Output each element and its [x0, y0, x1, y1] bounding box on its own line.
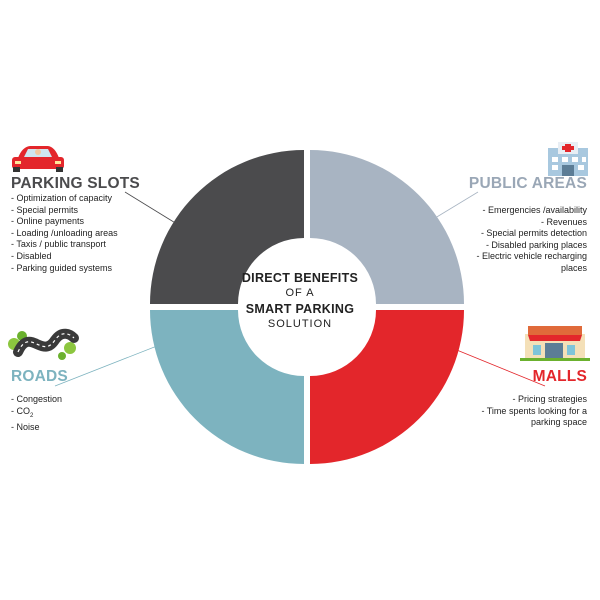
segment-parking-slots — [150, 150, 304, 304]
section-roads: ROADS - Congestion - CO2 - Noise — [11, 368, 68, 434]
list-item: - Disabled — [11, 250, 52, 261]
list-item: - Time spents looking for a parking spac… — [481, 405, 587, 428]
public-areas-list: - Emergencies /availability - Revenues -… — [462, 205, 587, 275]
list-item: - Online payments — [11, 216, 85, 227]
center-line-1: DIRECT BENEFITS — [241, 271, 359, 285]
section-malls: MALLS - Pricing strategies - Time spents… — [462, 368, 587, 429]
center-line-3: SMART PARKING — [245, 302, 355, 316]
list-item: - Loading /unloading areas — [11, 227, 118, 238]
public-areas-title: PUBLIC AREAS — [468, 175, 587, 192]
parking-slots-list: - Optimization of capacity - Special per… — [11, 193, 140, 274]
mall-icon — [520, 326, 590, 361]
section-public-areas: PUBLIC AREAS - Emergencies /availability… — [462, 175, 587, 275]
list-item: - Optimization of capacity — [11, 193, 113, 203]
center-title: DIRECT BENEFITS OF A SMART PARKING SOLUT… — [230, 270, 370, 332]
segment-roads — [150, 310, 304, 464]
center-line-4: SOLUTION — [267, 318, 333, 330]
road-icon — [8, 328, 79, 360]
malls-title: MALLS — [532, 368, 587, 385]
list-item: - Disabled parking places — [485, 239, 587, 250]
list-item: - Pricing strategies — [512, 394, 587, 404]
list-item: - Special permits — [11, 204, 79, 215]
co2-subscript: 2 — [30, 412, 34, 419]
list-item: - Congestion — [11, 394, 63, 404]
list-item: - Emergencies /availability — [482, 205, 587, 215]
segment-malls — [310, 310, 464, 464]
center-line-2: OF A — [285, 287, 315, 299]
list-item: - Parking guided systems — [11, 262, 113, 273]
list-item: - Noise — [11, 421, 40, 432]
roads-title: ROADS — [11, 368, 68, 385]
list-item: - Revenues — [540, 216, 587, 227]
malls-list: - Pricing strategies - Time spents looki… — [462, 394, 587, 429]
parking-slots-title: PARKING SLOTS — [11, 175, 140, 192]
list-item: - Special permits detection — [480, 228, 587, 239]
co2-label: - CO — [11, 405, 30, 416]
list-item: - CO2 — [11, 406, 68, 422]
list-item: - Electric vehicle recharging places — [476, 251, 587, 273]
car-icon — [12, 146, 64, 172]
donut-center — [243, 243, 371, 371]
segment-public-areas — [310, 150, 464, 304]
hospital-icon — [548, 142, 588, 176]
roads-list: - Congestion - CO2 - Noise — [11, 394, 68, 434]
section-parking-slots: PARKING SLOTS - Optimization of capacity… — [11, 175, 140, 274]
list-item: - Taxis / public transport — [11, 239, 106, 250]
